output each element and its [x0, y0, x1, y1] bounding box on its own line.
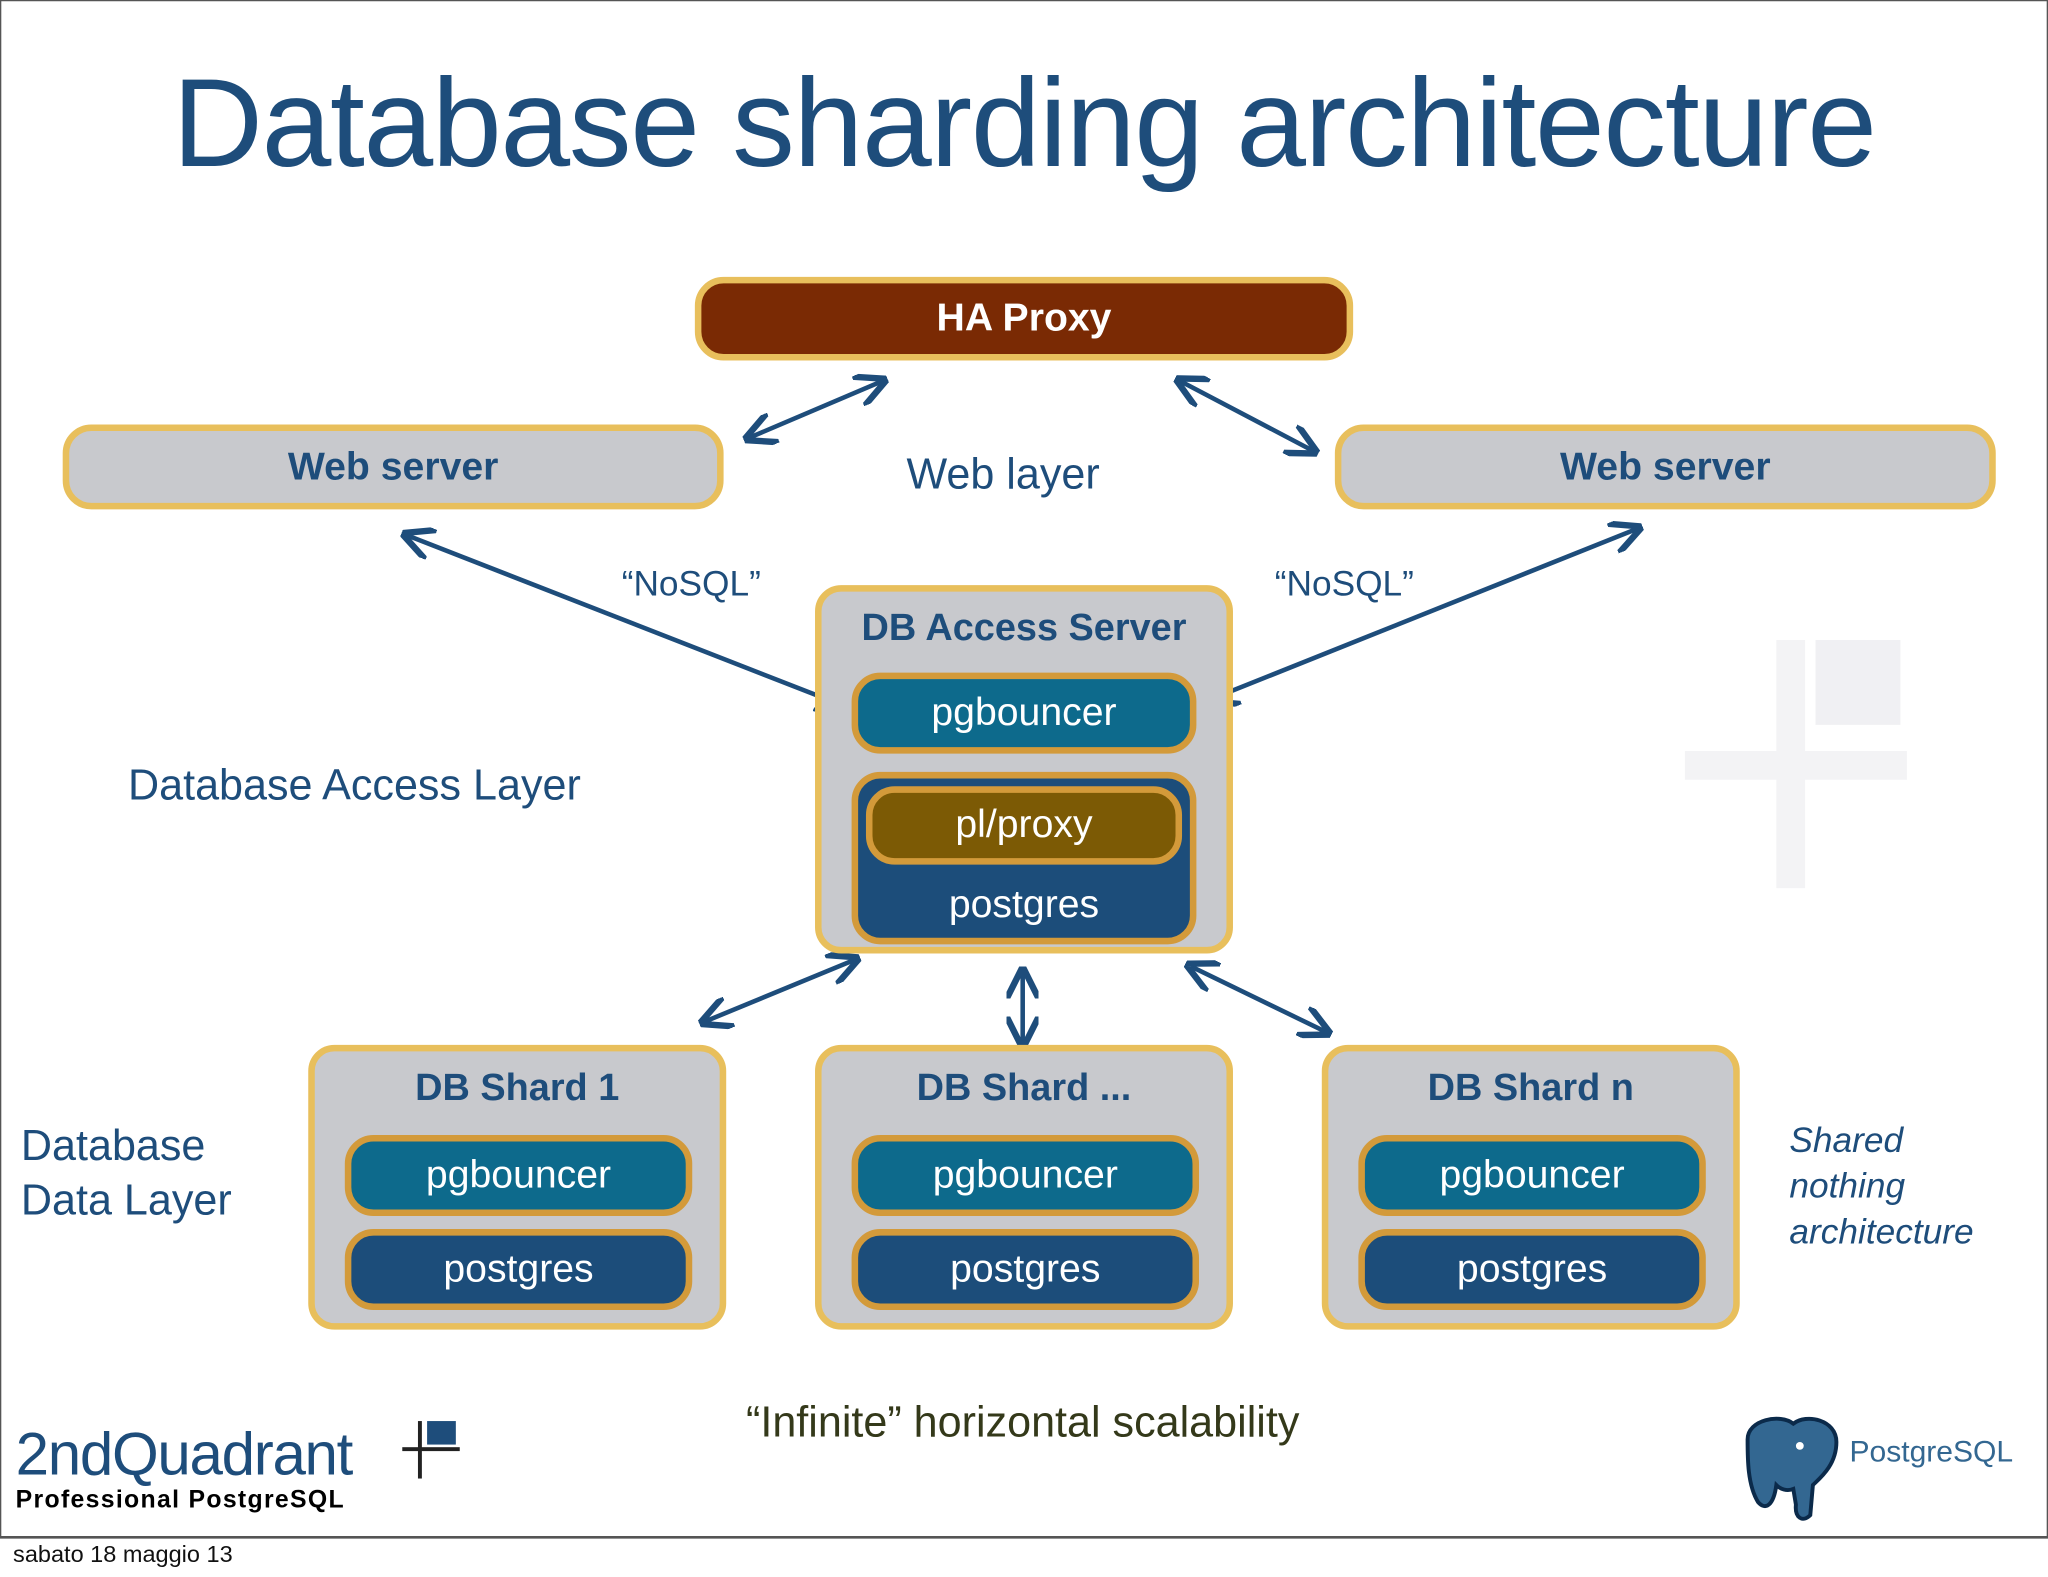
- access-plproxy: pl/proxy: [865, 786, 1183, 865]
- company-logo: 2ndQuadrant Professional PostgreSQL: [15, 1419, 460, 1515]
- elephant-icon: [1745, 1416, 1839, 1521]
- access-postgres-group: pl/proxy postgres: [851, 771, 1197, 945]
- postgresql-logo-text: PostgreSQL: [1849, 1434, 2014, 1469]
- shared-nothing-line3: architecture: [1789, 1212, 1974, 1252]
- shard-pgbouncer: pgbouncer: [344, 1135, 693, 1216]
- watermark-cross: [1684, 639, 1907, 889]
- shared-nothing-line2: nothing: [1789, 1166, 1906, 1206]
- logo-name: 2ndQuadrant: [15, 1419, 354, 1488]
- logo-cross-icon: [402, 1421, 460, 1479]
- data-layer-label-line2: Data Layer: [20, 1175, 232, 1224]
- shard-postgres: postgres: [1358, 1229, 1706, 1311]
- shard-postgres: postgres: [851, 1229, 1200, 1311]
- data-layer-label-line1: Database: [20, 1120, 206, 1169]
- arrow-access-shard1: [705, 960, 854, 1021]
- arrow-proxy-web-right: [1181, 381, 1313, 450]
- shard-postgres: postgres: [344, 1229, 693, 1311]
- nosql-left-label: “NoSQL”: [621, 564, 761, 604]
- ha-proxy-box: HA Proxy: [694, 276, 1354, 361]
- access-pgbouncer: pgbouncer: [851, 672, 1197, 754]
- arrow-access-shardn: [1191, 967, 1326, 1032]
- database-access-layer-label: Database Access Layer: [127, 760, 581, 809]
- shard-pgbouncer: pgbouncer: [851, 1135, 1200, 1216]
- web-server-left: Web server: [62, 424, 724, 510]
- db-shard-middle: DB Shard ... pgbouncer postgres: [815, 1044, 1233, 1330]
- shard-title: DB Shard n: [1427, 1067, 1634, 1109]
- db-access-server-title: DB Access Server: [861, 607, 1187, 650]
- arrow-proxy-web-left: [750, 381, 882, 437]
- shard-pgbouncer: pgbouncer: [1358, 1135, 1706, 1216]
- arrow-web-right-access: [1212, 529, 1636, 699]
- db-shard-1: DB Shard 1 pgbouncer postgres: [308, 1044, 727, 1330]
- shared-nothing-line1: Shared: [1789, 1120, 1904, 1160]
- nosql-right-label: “NoSQL”: [1274, 564, 1414, 604]
- shard-title: DB Shard 1: [415, 1067, 620, 1109]
- page-title: Database sharding architecture: [172, 53, 1877, 194]
- web-layer-label: Web layer: [906, 449, 1100, 498]
- arrow-web-left-access: [408, 536, 843, 706]
- shard-title: DB Shard ...: [916, 1067, 1132, 1109]
- postgresql-logo: PostgreSQL: [1735, 1413, 2035, 1525]
- web-server-right: Web server: [1334, 424, 1996, 510]
- db-access-server: DB Access Server pgbouncer pl/proxy post…: [815, 585, 1233, 954]
- logo-tagline: Professional PostgreSQL: [15, 1486, 345, 1514]
- access-postgres-label: postgres: [948, 882, 1100, 927]
- footer-date: sabato 18 maggio 13: [13, 1541, 233, 1568]
- scalability-caption: “Infinite” horizontal scalability: [745, 1397, 1300, 1446]
- db-shard-n: DB Shard n pgbouncer postgres: [1321, 1044, 1740, 1330]
